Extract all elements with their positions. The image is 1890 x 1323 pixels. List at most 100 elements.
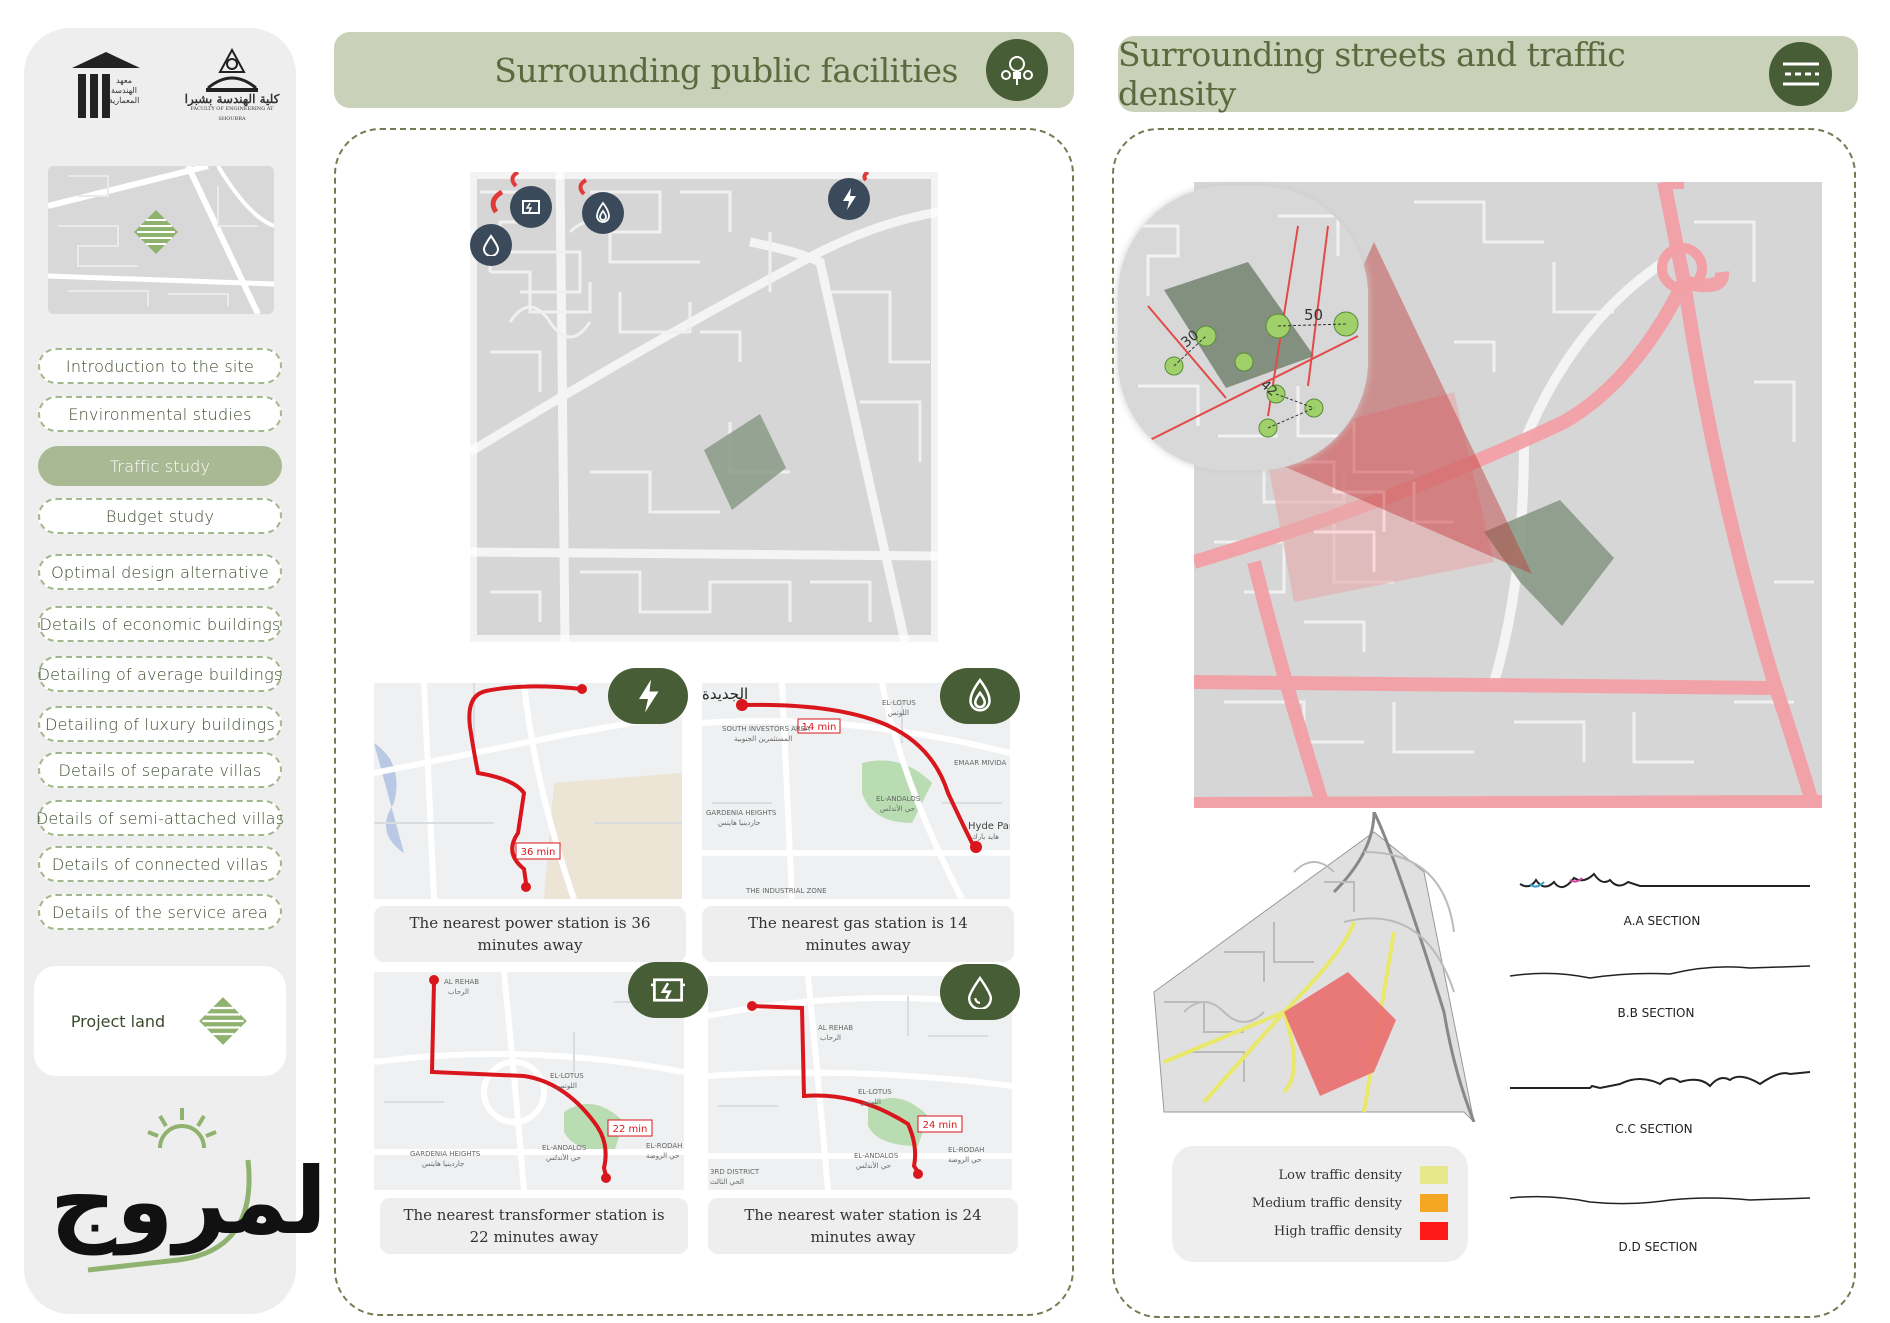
traffic-density-map <box>1124 811 1494 1124</box>
map-label: Hyde Par <box>968 821 1010 832</box>
map-label: EL-LOTUS <box>882 699 916 707</box>
gas-caption: The nearest gas station is 14 minutes aw… <box>702 906 1014 962</box>
water-route-time: 24 min <box>923 1120 958 1131</box>
transformer-caption: The nearest transformer station is 22 mi… <box>380 1198 688 1254</box>
map-label: 3RD DISTRICT <box>710 1168 760 1176</box>
faculty-emblem-icon <box>206 48 258 92</box>
lightning-icon <box>608 668 688 724</box>
map-label: EL-LOTUS <box>550 1072 584 1080</box>
institute-caption-line: الهندسة <box>111 86 137 95</box>
institute-logo <box>66 50 146 124</box>
section-label-bb: B.B SECTION <box>1617 1006 1695 1020</box>
institute-logo-icon <box>72 52 140 118</box>
project-land-marker-icon <box>134 210 178 254</box>
map-label: THE INDUSTRIAL ZONE <box>745 887 827 895</box>
brand-logo: المروج <box>48 1100 358 1290</box>
legend-label-medium: Medium traffic density <box>1251 1195 1402 1211</box>
traffic-title: Surrounding streets and traffic density <box>1118 35 1626 113</box>
map-label: اللوتس <box>556 1082 577 1090</box>
nav-average-buildings[interactable]: Detailing of average buildings <box>38 656 282 692</box>
map-label: GARDENIA HEIGHTS <box>410 1150 481 1158</box>
legend-swatch-low <box>1420 1166 1448 1184</box>
map-label: الحي الثالث <box>710 1178 744 1186</box>
section-label-cc: C.C SECTION <box>1615 1122 1693 1136</box>
map-label: AL REHAB <box>818 1024 853 1032</box>
facilities-icon <box>986 39 1048 101</box>
map-label: SOUTH INVESTORS AREA <box>722 725 810 733</box>
section-profiles <box>1509 872 1811 1205</box>
section-label-aa: A.A SECTION <box>1623 914 1701 928</box>
nav-economic-buildings[interactable]: Details of economic buildings <box>38 606 282 642</box>
map-label: حي الأندلس <box>856 1161 891 1170</box>
map-label: الجديدة <box>702 685 748 703</box>
map-label: حي الروضة <box>948 1156 981 1164</box>
facilities-main-map <box>463 165 945 649</box>
site-thumbnail-map <box>48 166 274 314</box>
map-label: EMAAR MIVIDA <box>954 759 1007 767</box>
map-label: حي الأندلس <box>880 804 915 813</box>
legend-row-low: Low traffic density <box>1278 1166 1448 1184</box>
gas-route-time: 14 min <box>802 722 837 733</box>
section-label-dd: D.D SECTION <box>1618 1240 1698 1254</box>
map-label: EL-ANDALOS <box>542 1144 587 1152</box>
nav-connected-villas[interactable]: Details of connected villas <box>38 846 282 882</box>
water-marker-icon[interactable] <box>470 224 512 266</box>
project-land-icon <box>199 997 248 1045</box>
map-label: GARDENIA HEIGHTS <box>706 809 777 817</box>
streets-icon <box>1769 42 1832 106</box>
traffic-header: Surrounding streets and traffic density <box>1118 35 1858 113</box>
nav-semi-attached-villas[interactable]: Details of semi-attached villas <box>36 800 284 836</box>
map-label: اللوتس <box>888 709 909 717</box>
nav-environmental-studies[interactable]: Environmental studies <box>38 396 282 432</box>
power-caption: The nearest power station is 36 minutes … <box>374 906 686 962</box>
map-label: EL-LOTUS <box>858 1088 892 1096</box>
map-label: EL-ANDALOS <box>876 795 921 803</box>
map-label: هايد بارك <box>972 833 999 841</box>
project-land-legend: Project land <box>34 966 286 1076</box>
nav-service-area[interactable]: Details of the service area <box>38 894 282 930</box>
legend-row-high: High traffic density <box>1274 1222 1448 1240</box>
transformer-route-time: 22 min <box>613 1124 648 1135</box>
map-label: اللوتس <box>860 1098 881 1106</box>
water-caption: The nearest water station is 24 minutes … <box>708 1198 1018 1254</box>
legend-label-low: Low traffic density <box>1278 1167 1403 1183</box>
map-label: الرحاب <box>820 1034 841 1042</box>
nav-separate-villas[interactable]: Details of separate villas <box>38 752 282 788</box>
facilities-header: Surrounding public facilities <box>334 32 1074 108</box>
map-label: حي الأندلس <box>546 1153 581 1162</box>
zoom-distance-label: 50 <box>1304 306 1323 324</box>
map-label: حي الروضة <box>646 1152 679 1160</box>
nav-luxury-buildings[interactable]: Detailing of luxury buildings <box>38 706 282 742</box>
nav-budget-study[interactable]: Budget study <box>38 498 282 534</box>
transformer-icon <box>628 962 708 1018</box>
legend-row-medium: Medium traffic density <box>1252 1194 1448 1212</box>
map-label: جاردينيا هايتس <box>422 1160 464 1168</box>
legend-label-high: High traffic density <box>1273 1223 1402 1239</box>
nav-optimal-design[interactable]: Optimal design alternative <box>38 554 282 590</box>
transformer-marker-icon[interactable] <box>510 186 552 228</box>
map-label: EL-RODAH <box>948 1146 984 1154</box>
map-label: AL REHAB <box>444 978 479 986</box>
faculty-name: كلية الهندسة بشبرا <box>184 92 280 106</box>
nav-introduction[interactable]: Introduction to the site <box>38 348 282 384</box>
facilities-title: Surrounding public facilities <box>494 50 958 90</box>
nav-traffic-study[interactable]: Traffic study <box>38 446 282 486</box>
power-route-time: 36 min <box>521 847 556 858</box>
legend-swatch-high <box>1420 1222 1448 1240</box>
project-land-label: Project land <box>70 1011 166 1031</box>
legend-swatch-medium <box>1420 1194 1448 1212</box>
power-marker-icon[interactable] <box>828 178 870 220</box>
institute-caption-line: معهد <box>115 76 133 85</box>
sections-list: A.A SECTION B.B SECTION C.C SECTION D.D … <box>1509 860 1811 1260</box>
marker-pins <box>490 172 870 214</box>
gas-marker-icon[interactable] <box>582 192 624 234</box>
brand-wordmark: المروج <box>50 1148 359 1255</box>
map-label: الرحاب <box>448 988 469 996</box>
institute-logo-caption: معهد الهندسة المعمارية <box>104 76 144 106</box>
map-label: جاردينيا هايتس <box>718 819 760 827</box>
faculty-logo: كلية الهندسة بشبرا FACULTY OF ENGINEERIN… <box>182 48 282 124</box>
traffic-density-legend: Low traffic density Medium traffic densi… <box>1172 1146 1468 1262</box>
map-label: EL-RODAH <box>646 1142 682 1150</box>
faculty-subtitle: FACULTY OF ENGINEERING AT SHOUBRA <box>190 106 274 122</box>
map-label: المستثمرين الجنوبية <box>734 735 792 743</box>
